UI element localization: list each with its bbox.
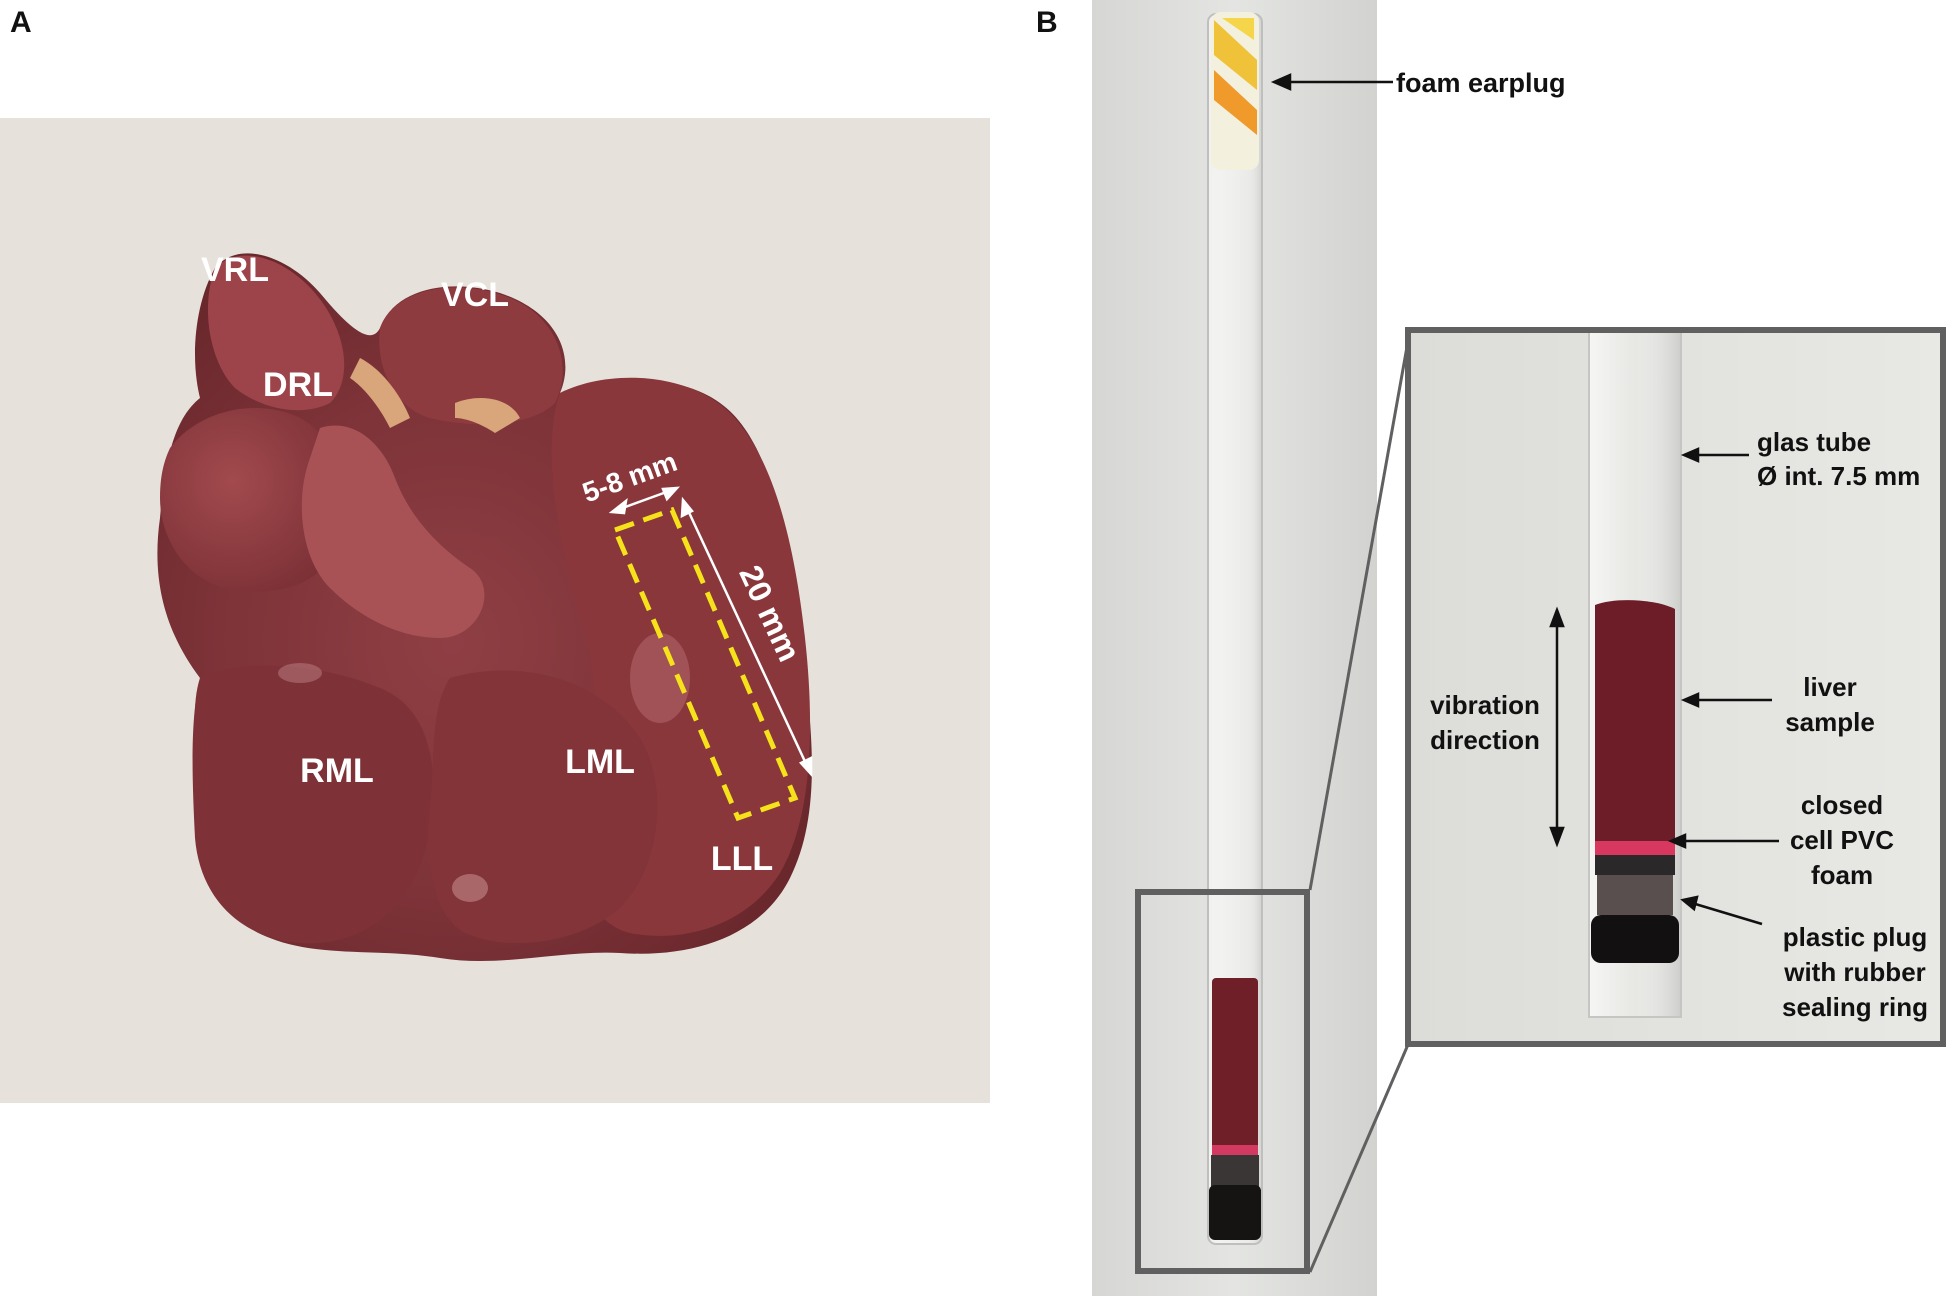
label-pvc-foam: closed cell PVC foam: [1777, 788, 1907, 893]
label-glas-tube: glas tube Ø int. 7.5 mm: [1757, 425, 1920, 493]
inset-pvc-foam: [1595, 841, 1675, 855]
length-arrow: [680, 496, 813, 778]
label-glas-tube-line2: Ø int. 7.5 mm: [1757, 461, 1921, 491]
label-pvc-line2: cell PVC: [1789, 825, 1895, 855]
label-pvc-line3: foam: [1810, 860, 1874, 890]
zoom-inset-frame: [1405, 327, 1946, 1047]
label-liver-line1: liver: [1803, 672, 1857, 702]
lobe-label-lml: LML: [565, 743, 635, 781]
label-plug-line3: sealing ring: [1782, 992, 1928, 1022]
label-liver-sample: liver sample: [1770, 670, 1890, 740]
zoom-inset-photo: [1405, 327, 1946, 1047]
label-liver-line2: sample: [1785, 707, 1875, 737]
width-arrow: [608, 486, 681, 515]
lobe-label-drl: DRL: [263, 366, 333, 404]
lobe-label-vcl: VCL: [441, 276, 509, 314]
lobe-label-lll: LLL: [711, 840, 773, 878]
label-plug-line2: with rubber: [1784, 957, 1926, 987]
label-vibration-direction: vibration direction: [1425, 688, 1545, 758]
label-foam-earplug: foam earplug: [1396, 68, 1566, 98]
label-glas-tube-line1: glas tube: [1757, 427, 1872, 457]
inset-liver-sample: [1595, 600, 1675, 847]
liver-organ: [157, 253, 812, 962]
label-plastic-plug: plastic plug with rubber sealing ring: [1765, 920, 1945, 1025]
label-vibration-line1: vibration: [1430, 690, 1540, 720]
lobe-label-rml: RML: [300, 752, 374, 790]
inset-plastic-plug: [1595, 855, 1675, 875]
panel-a-letter: A: [10, 6, 32, 39]
sampling-region-box: [611, 506, 799, 822]
tube-liver-sample: [1212, 978, 1258, 1153]
tube-plastic-plug: [1211, 1155, 1259, 1187]
panel-a-liver-photo: VRL VCL DRL RML LML LLL 5-8 mm 20 mm: [0, 118, 990, 1103]
lobe-label-vrl: VRL: [201, 251, 269, 289]
label-plug-line1: plastic plug: [1782, 922, 1928, 952]
label-pvc-line1: closed: [1800, 790, 1884, 820]
zoom-source-frame: [1135, 889, 1310, 1274]
panel-b-letter: B: [1036, 6, 1058, 39]
label-vibration-line2: direction: [1430, 725, 1540, 755]
